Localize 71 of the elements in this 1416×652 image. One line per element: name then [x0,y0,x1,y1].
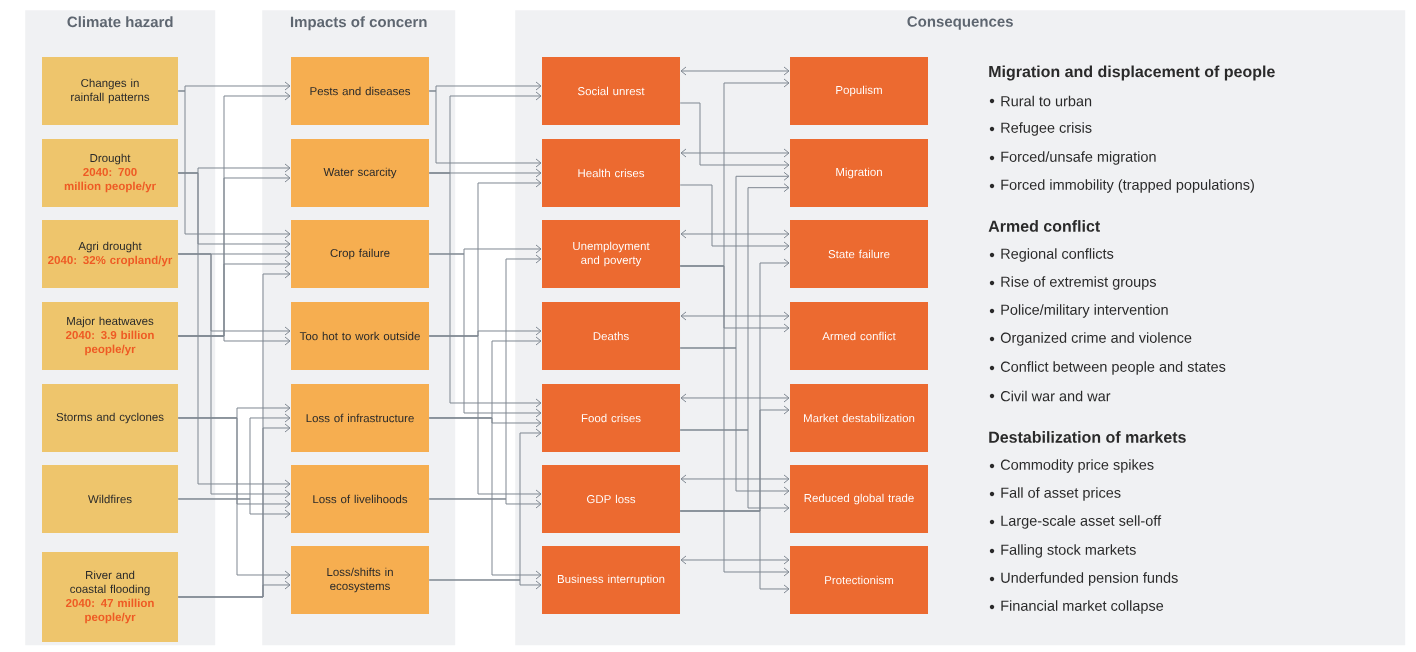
list-item: Police/military intervention [989,304,1168,318]
list-heading: Destabilization of markets [989,431,1186,443]
consequence-box: Populism [790,57,928,125]
arrow [177,90,291,239]
consequence-box: Social unrest [542,57,680,125]
arrow [177,172,291,489]
consequence-box: Market destabilization [790,384,928,452]
consequence-box: Food crises [542,384,680,452]
list-item: Forced immobility (trapped populations) [989,179,1254,193]
arrow [680,474,790,484]
list-item: Organized crime and violence [989,332,1192,346]
list-item: Regional conflicts [989,248,1114,262]
list-item: Refugee crisis [989,122,1092,136]
arrow [680,311,790,321]
impact-box: Crop failure [291,220,429,288]
list-item: Falling stock markets [989,544,1136,558]
arrow [177,253,291,499]
impact-box: Loss/shifts in ecosystems [291,546,429,614]
consequence-box: GDP loss [542,465,680,533]
list-item: Large-scale asset sell-off [989,515,1162,529]
arrow [177,335,291,346]
arrow [680,148,790,158]
consequence-box: State failure [790,220,928,288]
list-item: Financial market collapse [989,600,1164,614]
hazard-box: Changes in rainfall patterns [42,57,178,125]
arrow [428,253,542,418]
impact-box: Too hot to work outside [291,302,429,370]
list-heading: Armed conflict [988,220,1100,232]
hazard-box: Storms and cyclones [42,384,178,452]
list-heading: Migration and displacement of people [989,65,1275,81]
impact-box: Water scarcity [291,139,429,207]
arrow [679,184,790,251]
hazard-box: Agri drought 2040: 32% cropland/yr [42,220,178,288]
arrow [428,498,542,509]
hazard-box: Drought 2040: 700 million people/yr [42,139,178,207]
arrow [680,66,790,76]
list-item: Underfunded pension funds [989,572,1178,586]
arrow [428,172,542,408]
hazard-box: Wildfires [42,465,178,533]
consequence-box: Reduced global trade [790,465,928,533]
arrow [679,102,790,170]
list-item: Forced/unsafe migration [989,151,1156,165]
arrow [680,229,790,239]
list-item: Fall of asset prices [989,487,1121,501]
arrow [680,555,790,565]
arrow [679,347,790,496]
consequence-box: Health crises [542,139,680,207]
list-item: Conflict between people and states [989,361,1226,375]
arrow [679,429,790,513]
arrow [428,579,542,590]
list-item: Rise of extremist groups [989,276,1156,290]
consequence-box: Business interruption [542,546,680,614]
consequence-box: Migration [790,139,928,207]
list-item: Commodity price spikes [989,459,1154,473]
consequence-box: Unemployment and poverty [542,220,680,288]
impact-box: Pests and diseases [291,57,429,125]
arrow [680,393,790,403]
list-item: Rural to urban [989,95,1092,107]
consequence-box: Protectionism [790,546,928,614]
arrow [428,335,542,499]
consequence-box: Deaths [542,302,680,370]
hazard-box: Major heatwaves 2040: 3.9 billion people/yr [42,302,178,370]
impact-box: Loss of infrastructure [291,384,429,452]
arrow [679,265,790,577]
impact-box: Loss of livelihoods [291,465,429,533]
list-item: Civil war and war [989,390,1111,402]
hazard-box: River and coastal flooding 2040: 47 million people/yr [42,552,178,642]
arrow [177,580,291,598]
arrow [177,498,291,519]
arrow [679,510,790,594]
consequence-box: Armed conflict [790,302,928,370]
